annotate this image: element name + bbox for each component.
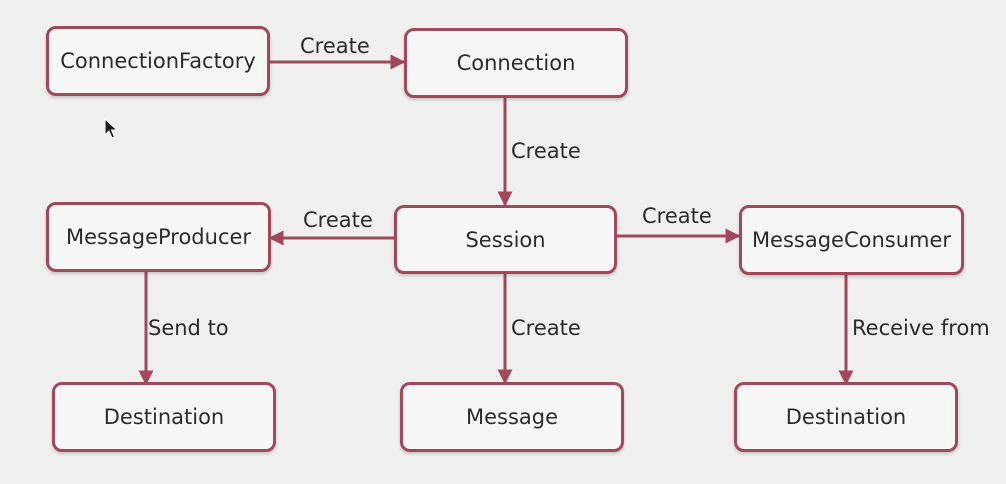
edge-label-connection-to-session: Create <box>511 139 581 163</box>
node-label: Destination <box>785 405 907 429</box>
node-connection: Connection <box>404 28 628 98</box>
edge-label-factory-to-connection: Create <box>300 34 370 58</box>
edge-label-session-to-message: Create <box>511 316 581 340</box>
node-message: Message <box>400 382 624 452</box>
node-label: ConnectionFactory <box>60 49 256 73</box>
edge-label-producer-to-destination: Send to <box>148 316 229 340</box>
node-destination-right: Destination <box>734 382 958 452</box>
node-label: MessageConsumer <box>751 228 952 252</box>
node-label: Destination <box>103 405 225 429</box>
edge-label-session-to-producer: Create <box>303 208 373 232</box>
node-message-consumer: MessageConsumer <box>739 205 964 275</box>
node-session: Session <box>394 205 617 274</box>
node-destination-left: Destination <box>52 382 276 452</box>
edge-label-consumer-to-destination: Receive from <box>852 316 990 340</box>
node-connection-factory: ConnectionFactory <box>46 26 270 96</box>
mouse-cursor-icon <box>104 118 119 139</box>
edge-label-session-to-consumer: Create <box>642 204 712 228</box>
node-message-producer: MessageProducer <box>46 202 271 272</box>
node-label: Connection <box>456 51 576 75</box>
node-label: Message <box>465 405 559 429</box>
node-label: Session <box>465 227 546 252</box>
node-label: MessageProducer <box>65 225 252 249</box>
